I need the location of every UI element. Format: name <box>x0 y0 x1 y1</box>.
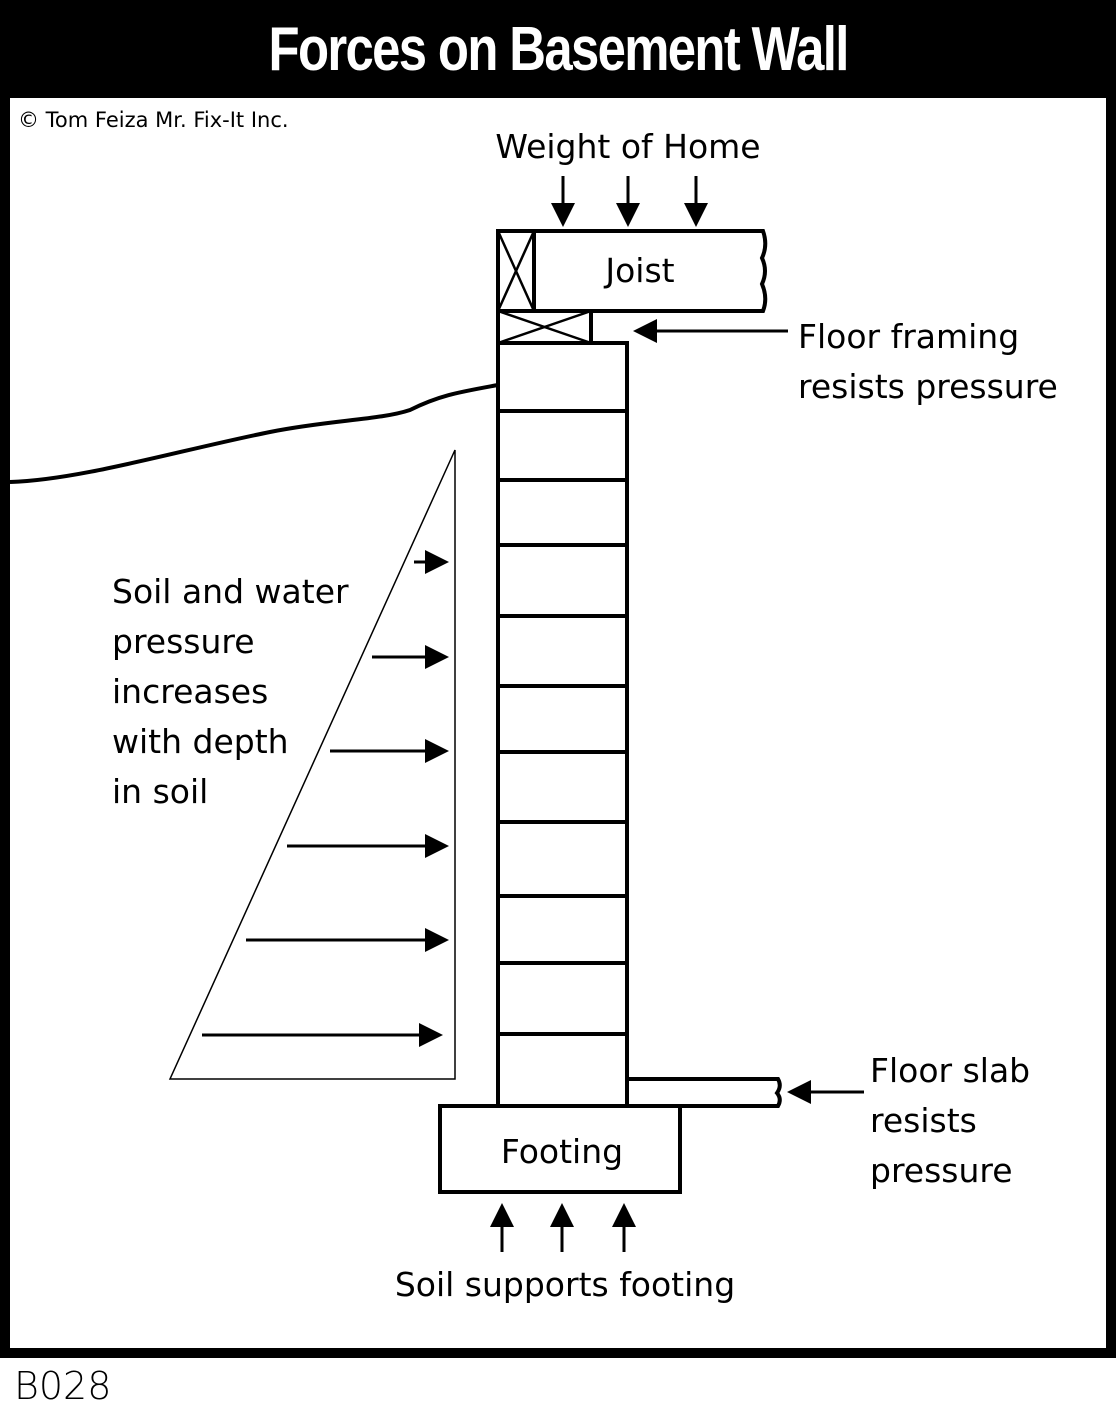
footing <box>438 1104 682 1194</box>
diagram-panel: © Tom Feiza Mr. Fix-It Inc. <box>10 98 1106 1348</box>
soil-water-label-1: Soil and water <box>112 572 349 611</box>
copyright-notice: © Tom Feiza Mr. Fix-It Inc. <box>18 108 289 132</box>
figure-code: B028 <box>14 1364 112 1408</box>
rim-joist <box>496 229 536 313</box>
soil-water-label-4: with depth <box>112 722 289 761</box>
block-wall <box>496 341 629 1108</box>
weight-arrows <box>551 176 708 227</box>
floor-framing-label-2: resists pressure <box>798 367 1058 406</box>
soil-water-label-2: pressure <box>112 622 255 661</box>
floor-slab-label-3: pressure <box>870 1151 1013 1190</box>
soil-water-label-3: increases <box>112 672 268 711</box>
soil-supports-label: Soil supports footing <box>395 1265 735 1304</box>
floor-slab-label-1: Floor slab <box>870 1051 1030 1090</box>
floor-slab-label-2: resists <box>870 1101 977 1140</box>
title-bar: Forces on Basement Wall <box>0 0 1116 98</box>
footing-label: Footing <box>501 1132 623 1171</box>
floor-slab <box>627 1077 782 1108</box>
grade-line <box>9 383 499 484</box>
pressure-arrows <box>202 550 449 1047</box>
sill-plate <box>496 309 593 345</box>
weight-of-home-label: Weight of Home <box>495 127 760 166</box>
joist <box>534 229 768 313</box>
diagram-title: Forces on Basement Wall <box>268 14 849 84</box>
soil-water-label-5: in soil <box>112 772 208 811</box>
joist-label: Joist <box>603 251 674 290</box>
floor-framing-label-1: Floor framing <box>798 317 1019 356</box>
pressure-triangle <box>168 449 456 1080</box>
support-arrows <box>490 1203 636 1252</box>
